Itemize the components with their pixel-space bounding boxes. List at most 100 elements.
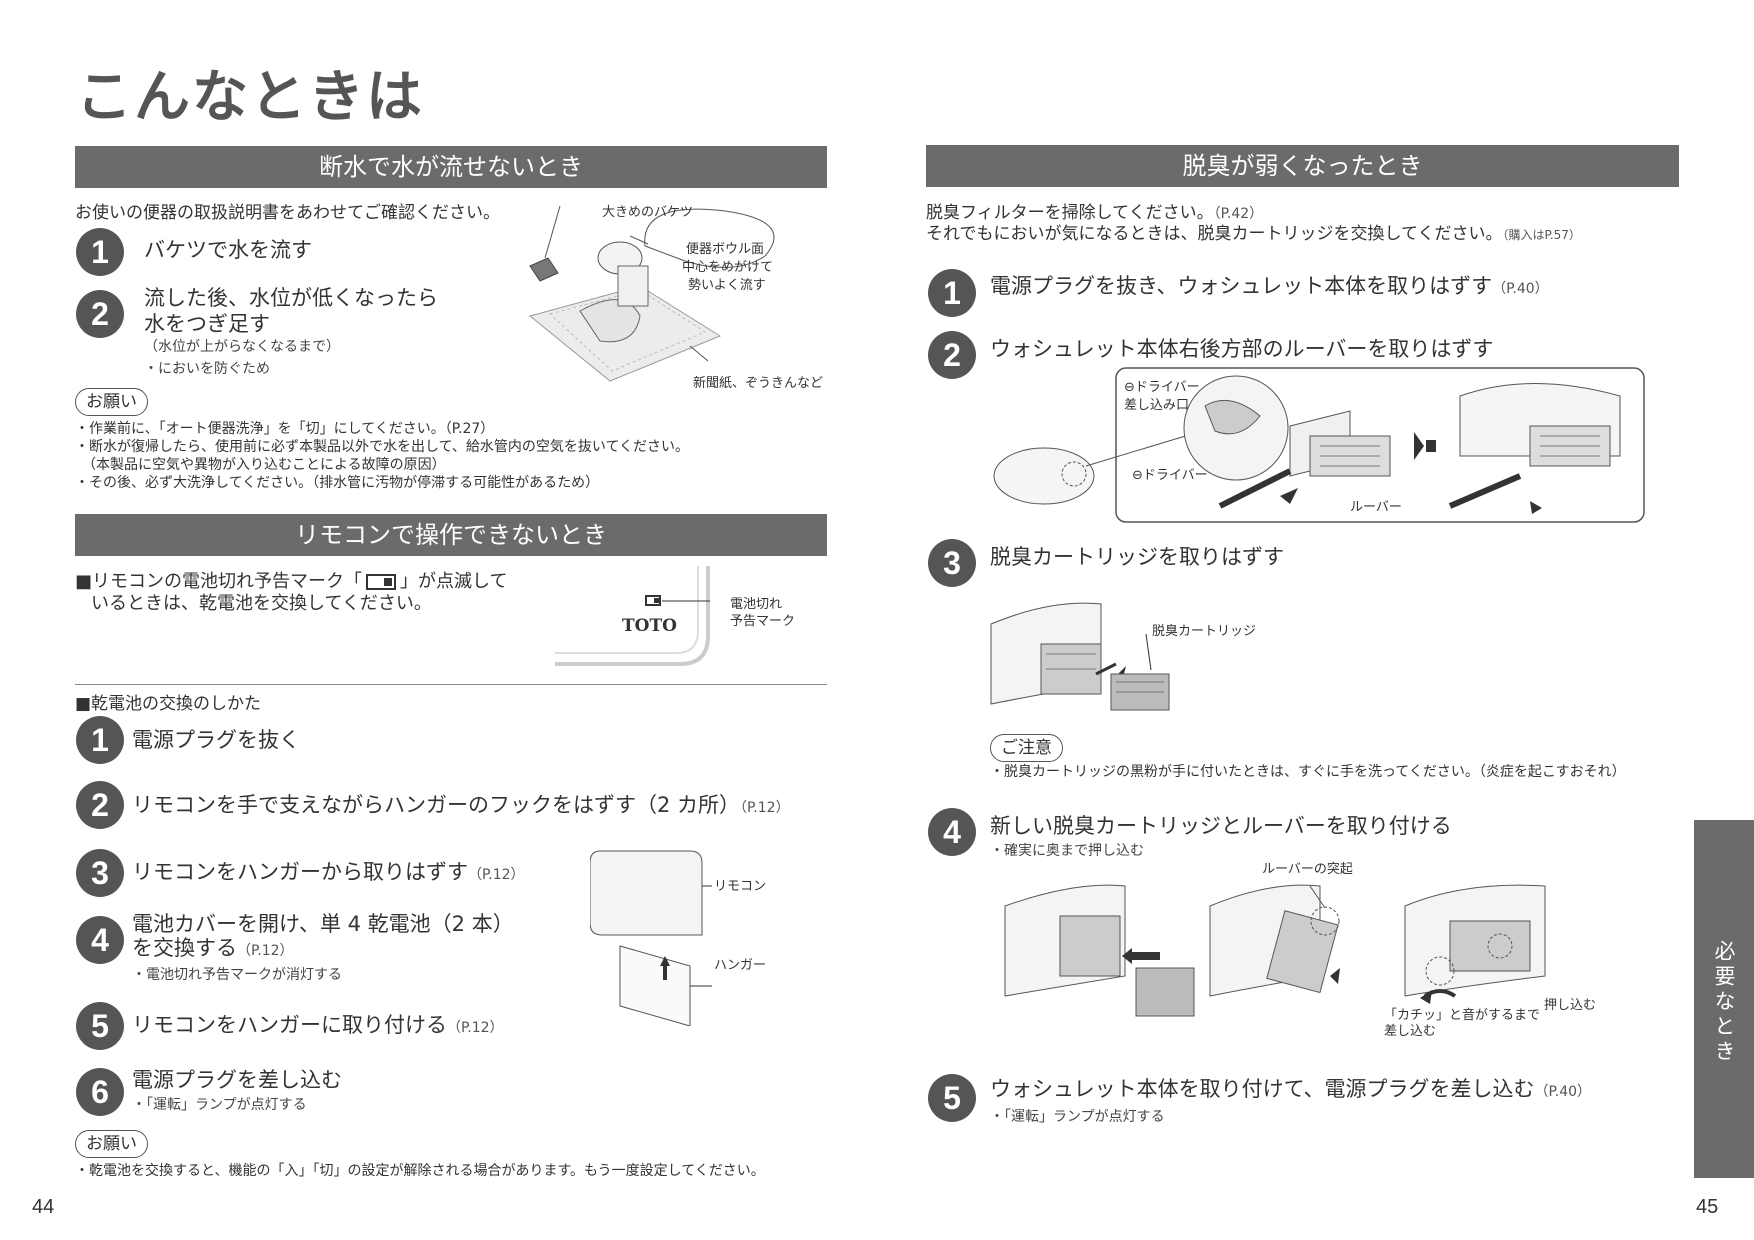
side-tab-label: 必要なとき [1712, 940, 1736, 1065]
water-step-2-line1: 流した後、水位が低くなったら [144, 286, 438, 310]
fig-label-louver: ルーバー [1350, 500, 1402, 515]
fig-label-cartridge: 脱臭カートリッジ [1152, 624, 1257, 639]
remote-warning-line1: ■リモコンの電池切れ予告マーク「 」が点滅して [75, 567, 507, 593]
battery-step-3: リモコンをハンガーから取りはずす（P.12） [132, 858, 525, 889]
battery-step-number-2: 2 [76, 781, 124, 829]
fig-label-driver-slot-1: ⊖ドライバー [1124, 380, 1200, 395]
section-heading-deodorizer: 脱臭が弱くなったとき [926, 145, 1679, 187]
water-note-2: ・断水が復帰したら、使用前に必ず本製品以外で水を出して、給水管内の空気を抜いてく… [75, 439, 690, 455]
battery-step-4-sub: ・電池切れ予告マークが消灯する [132, 967, 342, 983]
deo-step-1-ref: （P.40） [1492, 281, 1549, 297]
deo-step-1: 電源プラグを抜き、ウォシュレット本体を取りはずす（P.40） [990, 272, 1549, 303]
divider [75, 684, 827, 685]
caution-text: ・脱臭カートリッジの黒粉が手に付いたときは、すぐに手を洗ってください。（炎症を起… [990, 764, 1626, 780]
deo-step-1-text: 電源プラグを抜き、ウォシュレット本体を取りはずす [990, 274, 1493, 298]
section-heading-remote: リモコンで操作できないとき [75, 514, 827, 556]
water-step-1: バケツで水を流す [144, 238, 312, 262]
battery-step-number-5: 5 [76, 1002, 124, 1050]
remote-note: ・乾電池を交換すると、機能の「入」「切」の設定が解除される場合があります。もう一… [75, 1163, 765, 1179]
louver-removal-illustration [993, 367, 1645, 523]
water-note-3: （本製品に空気や異物が入り込むことによる故障の原因） [82, 457, 446, 473]
deodorizer-intro-2-ref: （購入はP.57） [1502, 228, 1581, 242]
page-number-left: 44 [32, 1196, 55, 1218]
battery-step-4-ref: （P.12） [237, 943, 294, 959]
deo-step-3: 脱臭カートリッジを取りはずす [990, 545, 1284, 569]
page-title: こんなときは [76, 65, 424, 130]
battery-step-number-3: 3 [76, 849, 124, 897]
note-badge-water: お願い [75, 388, 148, 416]
battery-step-2-ref: （P.12） [740, 800, 790, 816]
battery-mark-icon [366, 574, 397, 590]
section-heading-water: 断水で水が流せないとき [75, 146, 827, 188]
deodorizer-intro-1: 脱臭フィルターを掃除してください。（P.42） [926, 198, 1263, 223]
battery-step-5-text: リモコンをハンガーに取り付ける [132, 1013, 447, 1037]
fig-label-bucket: 大きめのバケツ [602, 205, 694, 220]
battery-step-1: 電源プラグを抜く [132, 728, 300, 752]
fig-label-remote: リモコン [714, 879, 767, 894]
deodorizer-intro-1-text: 脱臭フィルターを掃除してください。 [926, 203, 1214, 223]
fig-label-louver-tab: ルーバーの突起 [1262, 862, 1353, 877]
water-note-4: ・その後、必ず大洗浄してください。（排水管に汚物が停滞する可能性があるため） [75, 475, 600, 491]
bucket-flush-illustration [528, 205, 775, 382]
deo-step-number-3: 3 [928, 539, 976, 587]
battery-step-number-6: 6 [76, 1068, 124, 1116]
battery-step-4-line1: 電池カバーを開け、単 4 乾電池（2 本） [132, 912, 514, 936]
battery-step-6: 電源プラグを差し込む [132, 1068, 342, 1092]
deodorizer-intro-1-ref: （P.42） [1213, 206, 1264, 222]
remote-warning-text-a: ■リモコンの電池切れ予告マーク「 [75, 571, 363, 592]
battery-step-5: リモコンをハンガーに取り付ける（P.12） [132, 1011, 504, 1042]
battery-step-3-ref: （P.12） [468, 867, 525, 883]
water-note-1: ・作業前に、「オート便器洗浄」を「切」にしてください。（P.27） [75, 421, 495, 437]
remote-warning-line2: いるときは、乾電池を交換してください。 [91, 593, 432, 614]
fig-label-driver: ⊖ドライバー [1132, 468, 1208, 483]
deo-step-2: ウォシュレット本体右後方部のルーバーを取りはずす [990, 337, 1494, 361]
step-number-2: 2 [76, 290, 124, 338]
battery-step-2-text: リモコンを手で支えながらハンガーのフックをはずす（2 カ所） [132, 793, 741, 817]
fig-label-driver-slot-2: 差し込み口 [1124, 398, 1190, 413]
step-number-1: 1 [76, 228, 124, 276]
cartridge-removal-illustration [990, 602, 1170, 711]
note-badge-remote: お願い [75, 1130, 148, 1158]
battery-step-5-ref: （P.12） [447, 1020, 504, 1036]
water-intro: お使いの便器の取扱説明書をあわせてご確認ください。 [75, 203, 500, 223]
fig-bubble-line3: 勢いよく流す [688, 278, 766, 293]
battery-step-number-4: 4 [76, 916, 124, 964]
battery-step-3-text: リモコンをハンガーから取りはずす [132, 860, 468, 884]
deo-step-number-5: 5 [928, 1074, 976, 1122]
fig-label-push: 押し込む [1544, 998, 1597, 1013]
fig-label-battery-1: 電池切れ [730, 597, 783, 612]
fig-bubble-line2: 中心をめがけて [682, 260, 774, 275]
cartridge-install-illustration [1004, 884, 1546, 1017]
remote-hanger-illustration [590, 850, 712, 1026]
deo-step-number-1: 1 [928, 269, 976, 317]
page-number-right: 45 [1696, 1196, 1719, 1218]
deo-step-number-2: 2 [928, 331, 976, 379]
remote-battery-mark-illustration [555, 566, 710, 666]
deo-step-5-ref: （P.40） [1534, 1084, 1592, 1100]
water-step-2-sub1: （水位が上がらなくなるまで） [144, 339, 340, 355]
deo-step-5: ウォシュレット本体を取り付けて、電源プラグを差し込む（P.40） [990, 1075, 1591, 1106]
deo-step-number-4: 4 [928, 808, 976, 856]
fig-label-hanger: ハンガー [714, 958, 767, 973]
deo-step-4: 新しい脱臭カートリッジとルーバーを取り付ける [990, 814, 1452, 838]
fig-label-paper: 新聞紙、ぞうきんなど [693, 376, 824, 391]
deodorizer-intro-2: それでもにおいが気になるときは、脱臭カートリッジを交換してください。（購入はP.… [926, 219, 1581, 244]
fig-label-click-1: 「カチッ」と音がするまで [1384, 1008, 1541, 1023]
battery-step-6-sub: ・「運転」ランプが点灯する [132, 1097, 307, 1113]
battery-heading: ■乾電池の交換のしかた [75, 694, 262, 714]
deo-step-5-text: ウォシュレット本体を取り付けて、電源プラグを差し込む [990, 1077, 1535, 1101]
caution-badge: ご注意 [990, 734, 1063, 762]
deo-step-5-sub: ・「運転」ランプが点灯する [990, 1109, 1165, 1125]
deo-step-4-sub: ・確実に奥まで押し込む [990, 843, 1144, 859]
fig-label-click-2: 差し込む [1384, 1024, 1437, 1039]
side-tab: 必要なとき [1694, 820, 1754, 1178]
toto-logo: TOTO [622, 616, 677, 636]
fig-bubble-line1: 便器ボウル面 [686, 242, 765, 257]
battery-step-4-line2-wrap: を交換する（P.12） [132, 934, 294, 965]
battery-step-4-line2: を交換する [132, 936, 237, 960]
remote-warning-text-b: 」が点滅して [400, 571, 508, 592]
water-step-2-line2: 水をつぎ足す [144, 312, 270, 336]
battery-step-2: リモコンを手で支えながらハンガーのフックをはずす（2 カ所）（P.12） [132, 791, 790, 822]
deodorizer-intro-2-text: それでもにおいが気になるときは、脱臭カートリッジを交換してください。 [926, 224, 1503, 244]
water-step-2-sub2: ・においを防ぐため [144, 361, 270, 377]
